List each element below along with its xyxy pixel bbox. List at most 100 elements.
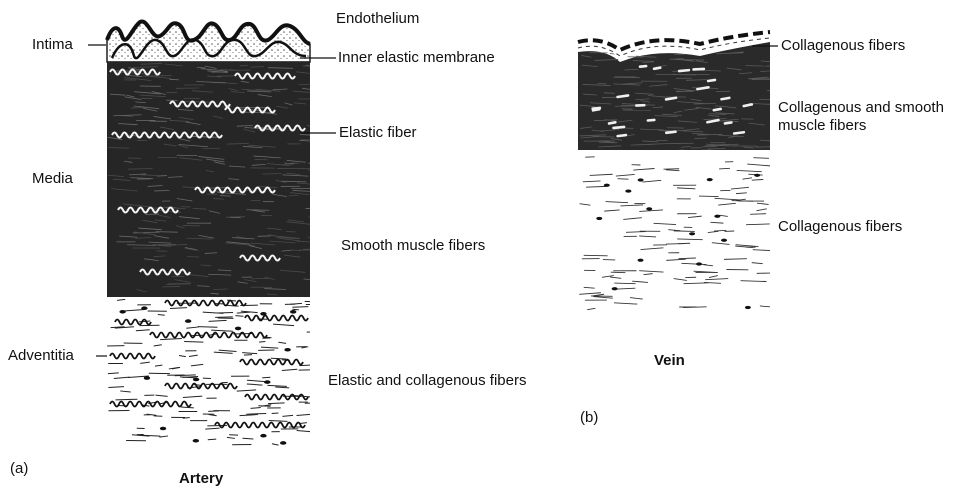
media-block — [107, 62, 310, 297]
collagen-dash — [242, 353, 257, 354]
muscle-streak — [308, 163, 337, 164]
collagen-dash — [155, 365, 162, 366]
panel-tag-b: (b) — [580, 409, 598, 427]
collagen-dash — [580, 204, 591, 206]
collagen-dash — [209, 320, 227, 321]
collagen-dash — [140, 362, 150, 363]
muscle-streak — [213, 289, 227, 290]
collagen-dash — [753, 158, 769, 159]
collagen-dash — [712, 243, 730, 245]
label-media: Media — [32, 170, 73, 188]
elastic-wave — [240, 360, 303, 365]
artery-intima — [107, 22, 310, 62]
collagen-dash — [125, 309, 144, 310]
cell-nucleus — [612, 287, 618, 290]
collagen-dash — [191, 364, 203, 365]
collagen-dash — [724, 259, 747, 260]
collagen-dash — [219, 350, 237, 351]
collagen-dash — [630, 298, 643, 300]
collagen-dash — [750, 214, 766, 215]
vein-endothelium — [578, 32, 770, 50]
collagen-dash — [139, 321, 150, 322]
collagen-dash — [639, 236, 656, 237]
collagen-dash — [615, 288, 636, 289]
label-vein-collagenous-and-smooth-muscle: Collagenous and smooth muscle fibers — [778, 99, 958, 135]
cell-nucleus — [714, 215, 720, 218]
collagen-dash — [282, 415, 293, 416]
collagen-dash — [155, 395, 167, 396]
collagen-dash — [189, 355, 198, 356]
collagen-dash — [251, 407, 261, 408]
collagen-dash — [273, 324, 294, 325]
collagen-dash — [198, 327, 218, 328]
cell-nucleus — [625, 189, 631, 192]
collagen-dash — [184, 341, 203, 342]
artery-media — [107, 62, 337, 297]
cell-nucleus — [689, 232, 695, 235]
muscle-streak — [308, 170, 335, 171]
cell-nucleus — [193, 378, 199, 382]
collagen-dash — [747, 164, 770, 166]
collagen-dash — [108, 387, 124, 388]
cell-nucleus — [604, 184, 610, 187]
cell-nucleus — [646, 207, 652, 210]
label-vein-collagenous-fibers-top: Collagenous fibers — [781, 37, 905, 55]
muscle-streak — [679, 150, 696, 151]
white-nucleus — [635, 104, 646, 107]
collagen-dash — [170, 308, 187, 309]
collagen-dash — [120, 391, 131, 392]
collagen-dash — [261, 347, 278, 348]
collagen-dash — [737, 170, 762, 171]
collagen-dash — [666, 259, 685, 260]
collagen-dash — [272, 413, 279, 414]
cell-nucleus — [280, 441, 286, 445]
collagen-dash — [639, 271, 663, 272]
collagen-dash — [227, 437, 235, 438]
collagen-dash — [305, 301, 315, 302]
collagen-dash — [587, 308, 595, 309]
collagen-dash — [278, 342, 286, 343]
adventitia-elastic-waves — [110, 301, 308, 428]
panel-tag-a: (a) — [10, 460, 28, 478]
collagen-dash — [620, 205, 643, 206]
collagen-dash — [643, 274, 652, 275]
collagen-dash — [299, 365, 321, 366]
collagen-dash — [756, 209, 766, 211]
collagen-dash — [205, 428, 219, 429]
collagen-dash — [633, 169, 654, 171]
collagen-dash — [623, 218, 642, 220]
collagen-dash — [108, 373, 119, 374]
collagen-dash — [297, 414, 313, 415]
collagen-dash — [259, 342, 265, 343]
collagen-dash — [282, 369, 297, 370]
collagen-dash — [209, 415, 217, 416]
collagen-dash — [186, 327, 199, 328]
collagen-dash — [237, 390, 256, 391]
collagen-dash — [641, 248, 664, 250]
collagen-dash — [639, 210, 663, 212]
caption-vein: Vein — [654, 352, 685, 370]
collagen-dash — [211, 330, 233, 331]
cell-nucleus — [185, 319, 191, 323]
collagen-dash — [736, 193, 747, 194]
muscle-streak — [612, 48, 620, 49]
collagen-dash — [677, 239, 703, 240]
cell-nucleus — [696, 262, 702, 265]
cell-nucleus — [119, 310, 125, 314]
collagen-dash — [116, 399, 138, 400]
collagen-dash — [752, 263, 763, 264]
collagen-dash — [158, 314, 165, 315]
cell-nucleus — [260, 434, 266, 438]
cell-nucleus — [235, 327, 241, 331]
collagen-dash — [714, 230, 726, 231]
cell-nucleus — [144, 376, 150, 380]
elastic-wave — [110, 354, 155, 359]
collagen-dash — [642, 180, 661, 182]
muscle-streak — [213, 199, 224, 200]
elastic-wave — [215, 423, 305, 428]
label-smooth-muscle-fibers: Smooth muscle fibers — [341, 237, 485, 255]
collagen-dash — [604, 210, 619, 211]
cell-nucleus — [707, 178, 713, 181]
collagen-dash — [584, 255, 608, 256]
collagen-dash — [215, 317, 233, 318]
